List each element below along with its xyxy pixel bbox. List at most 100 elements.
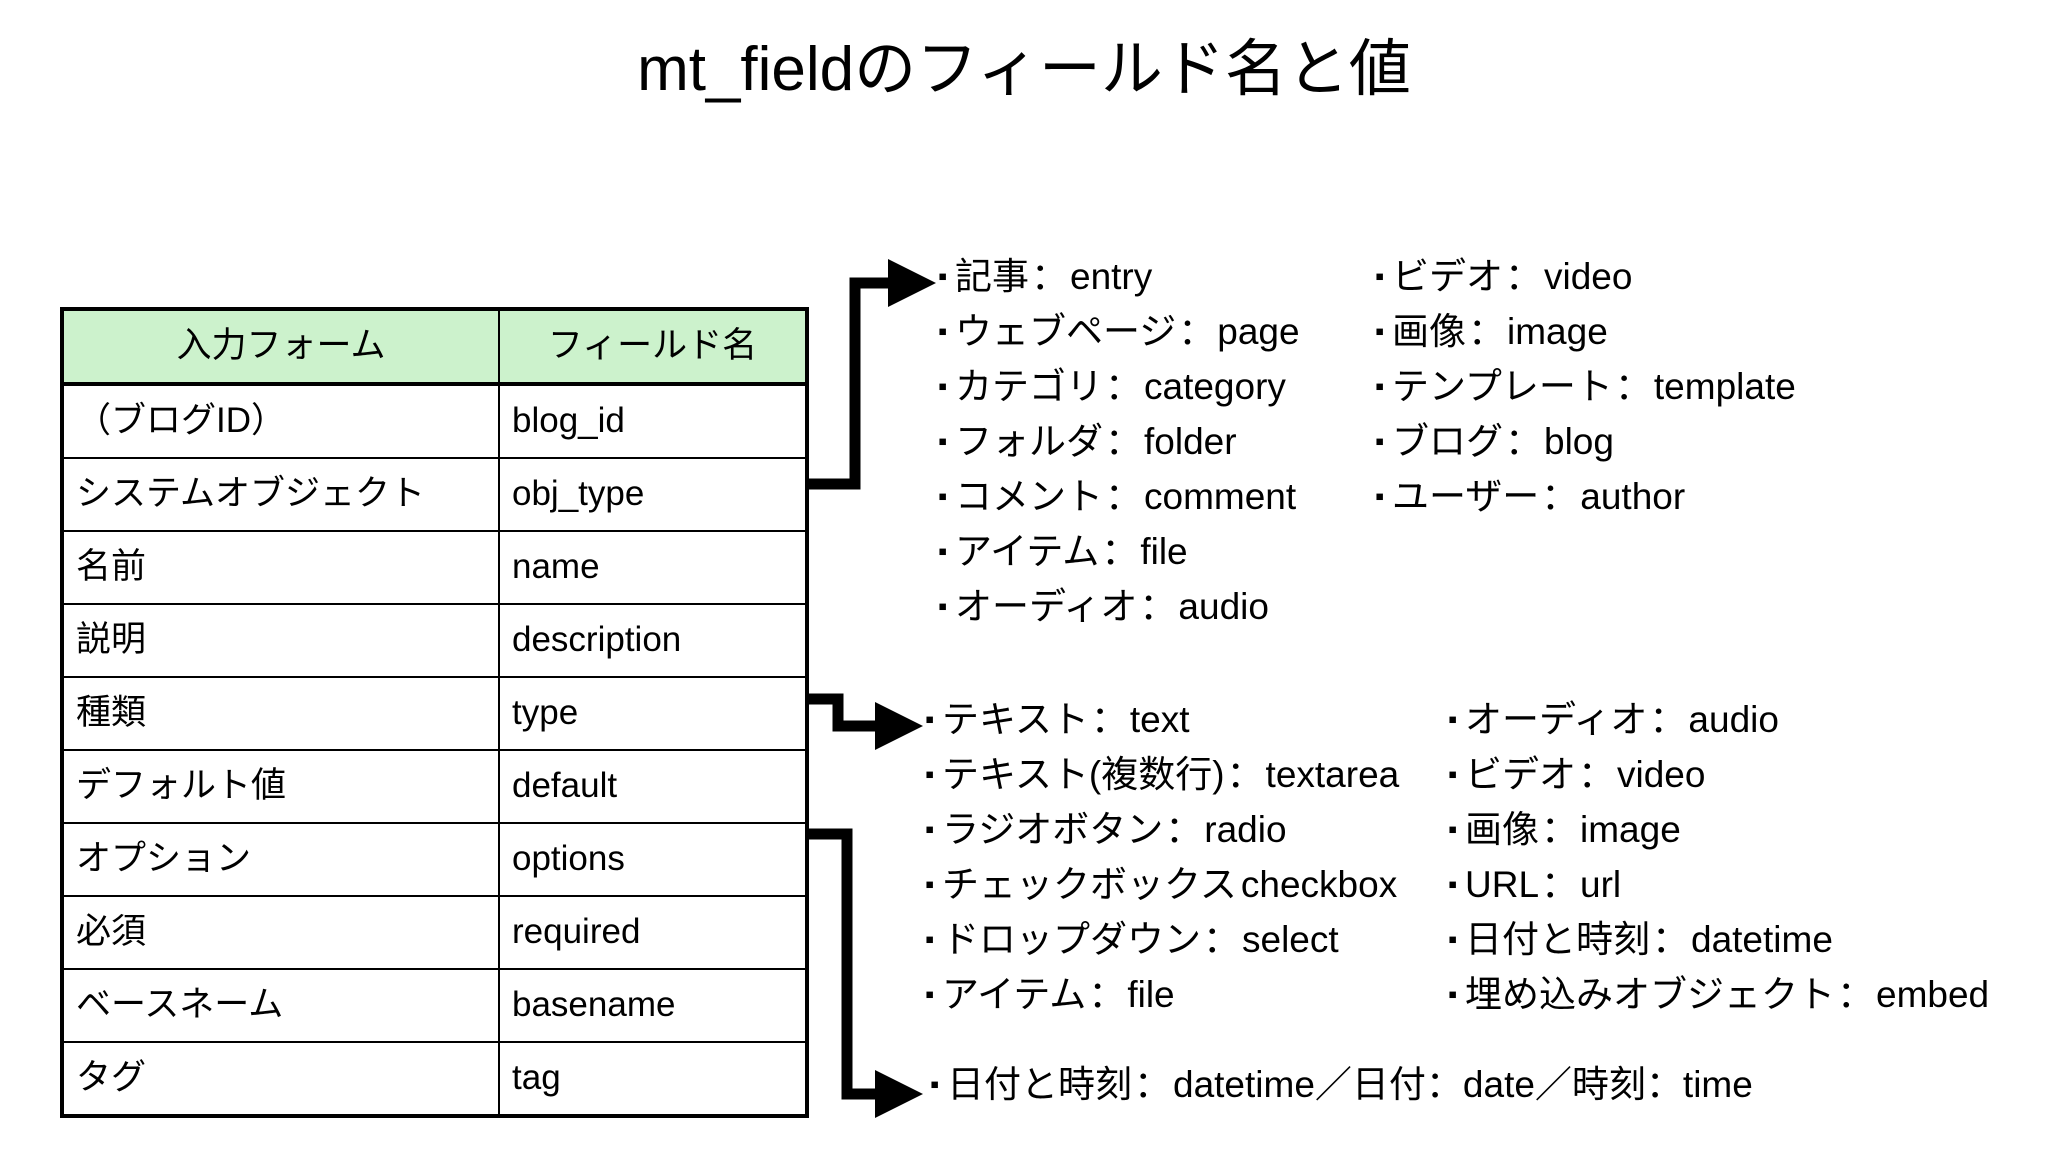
- bullet-square-icon: ▪: [925, 979, 935, 1009]
- list-item-value-en: file: [1127, 974, 1175, 1015]
- table-cell-input-form: デフォルト値: [60, 749, 500, 824]
- bullet-square-icon: ▪: [925, 814, 935, 844]
- list-item-value-en: video: [1617, 754, 1706, 795]
- page-title: mt_fieldのフィールド名と値: [637, 35, 1411, 104]
- list-item-label-jp: ビデオ: [1392, 256, 1503, 297]
- bullet-square-icon: ▪: [938, 371, 948, 401]
- list-item-label-jp: 日付と時刻: [947, 1064, 1132, 1105]
- list-item-label-jp: ラジオボタン: [942, 809, 1164, 850]
- list-item-label-jp: カテゴリ: [955, 366, 1103, 407]
- list-item: ▪ウェブページ：page: [938, 304, 1300, 359]
- list-item-value-en: text: [1129, 699, 1190, 740]
- list-item-label-jp: チェックボックス: [942, 864, 1237, 905]
- list-item-separator: ：: [1090, 699, 1128, 740]
- bullet-square-icon: ▪: [938, 261, 948, 291]
- list-item-separator: ：: [1088, 974, 1126, 1015]
- list-item: ▪テキスト(複数行)：textarea: [925, 747, 1399, 802]
- table-header-cell-0: 入力フォーム: [60, 307, 500, 386]
- table-cell-input-form: 説明: [60, 603, 500, 678]
- list-item-value-en: checkbox: [1240, 864, 1398, 905]
- list-item: ▪ブログ：blog: [1375, 414, 1796, 469]
- table-cell-field-name: default: [498, 749, 809, 824]
- list-item-value-en: textarea: [1265, 754, 1400, 795]
- list-item: ▪カテゴリ：category: [938, 359, 1300, 414]
- bullet-square-icon: ▪: [930, 1069, 940, 1099]
- list-item-label-jp: URL: [1465, 864, 1540, 905]
- list-item-separator: ：: [1105, 421, 1142, 462]
- table-cell-field-name: obj_type: [498, 457, 809, 532]
- bullet-square-icon: ▪: [925, 924, 935, 954]
- list-item: ▪URL：url: [1448, 857, 1989, 912]
- bullet-square-icon: ▪: [938, 316, 948, 346]
- list-item: ▪ドロップダウン：select: [925, 912, 1399, 967]
- table-cell-field-name: name: [498, 530, 809, 605]
- list-item-label-jp: テキスト: [942, 699, 1089, 740]
- list-item-label-jp: 日付と時刻: [1465, 919, 1650, 960]
- list-item-label-jp: コメント: [955, 476, 1103, 517]
- list-item: ▪アイテム：file: [938, 524, 1300, 579]
- list-item-label-jp: ブログ: [1392, 421, 1503, 462]
- type-values-column-2: ▪オーディオ：audio▪ビデオ：video▪画像：image▪URL：url▪…: [1448, 692, 1989, 1022]
- table-cell-field-name: basename: [498, 968, 809, 1043]
- bullet-square-icon: ▪: [1448, 704, 1458, 734]
- list-item-label-jp: 記事: [955, 256, 1029, 297]
- obj-type-values-column-2: ▪ビデオ：video▪画像：image▪テンプレート：template▪ブログ：…: [1375, 249, 1796, 524]
- type-values-column-1: ▪テキスト：text▪テキスト(複数行)：textarea▪ラジオボタン：rad…: [925, 692, 1399, 1022]
- list-item: ▪ビデオ：video: [1448, 747, 1989, 802]
- list-item: ▪日付と時刻：datetime: [1448, 912, 1989, 967]
- list-item: ▪画像：image: [1375, 304, 1796, 359]
- connector-arrow-type: [805, 693, 923, 750]
- connector-arrow-options: [805, 828, 923, 1118]
- list-item-separator: ：: [1541, 864, 1579, 905]
- list-item-value-en: url: [1580, 864, 1622, 905]
- list-item-label-jp: ビデオ: [1465, 754, 1576, 795]
- list-item-label-jp: ドロップダウン: [942, 919, 1201, 960]
- table-cell-field-name: type: [498, 676, 809, 751]
- list-item-separator: ：: [1505, 421, 1542, 462]
- list-item-value-en: blog: [1544, 421, 1614, 462]
- bullet-square-icon: ▪: [1448, 924, 1458, 954]
- table-cell-field-name: description: [498, 603, 809, 678]
- list-item-separator: ：: [1541, 476, 1579, 517]
- bullet-square-icon: ▪: [938, 536, 948, 566]
- list-item-value-en: author: [1580, 476, 1686, 517]
- list-item-separator: ：: [1101, 531, 1139, 572]
- list-item-separator: ：: [1837, 974, 1874, 1015]
- list-item-separator: ：: [1226, 754, 1264, 795]
- list-item-label-jp: テンプレート: [1392, 366, 1613, 407]
- list-item-value-en: file: [1140, 531, 1188, 572]
- list-item-value-en: template: [1653, 366, 1796, 407]
- bullet-square-icon: ▪: [1375, 261, 1385, 291]
- list-item: ▪テキスト：text: [925, 692, 1399, 747]
- bullet-square-icon: ▪: [938, 481, 948, 511]
- table-cell-input-form: 種類: [60, 676, 500, 751]
- table-header-row: 入力フォームフィールド名: [60, 307, 809, 386]
- list-item-value-en: image: [1507, 311, 1608, 352]
- list-item-separator: ：: [1614, 366, 1652, 407]
- list-item-value-en: audio: [1688, 699, 1779, 740]
- table-cell-field-name: blog_id: [498, 383, 809, 459]
- bullet-square-icon: ▪: [938, 591, 948, 621]
- list-item-value-en: entry: [1070, 256, 1153, 297]
- table-cell-input-form: 名前: [60, 530, 500, 605]
- list-item-separator: ：: [1505, 256, 1542, 297]
- bullet-square-icon: ▪: [938, 426, 948, 456]
- list-item-separator: ：: [1134, 1064, 1171, 1105]
- list-item-label-jp: ウェブページ: [955, 311, 1177, 352]
- list-item-label-jp: 埋め込みオブジェクト: [1465, 974, 1835, 1015]
- list-item: ▪埋め込みオブジェクト：embed: [1448, 967, 1989, 1022]
- list-item: ▪オーディオ：audio: [938, 579, 1300, 634]
- connector-arrow-obj-type: [805, 259, 936, 490]
- list-item-value-en: comment: [1144, 476, 1297, 517]
- list-item: ▪ビデオ：video: [1375, 249, 1796, 304]
- list-item: ▪記事：entry: [938, 249, 1300, 304]
- list-item-separator: ：: [1031, 256, 1068, 297]
- bullet-square-icon: ▪: [925, 869, 935, 899]
- list-item-separator: ：: [1139, 586, 1177, 627]
- list-item-separator: ：: [1105, 476, 1142, 517]
